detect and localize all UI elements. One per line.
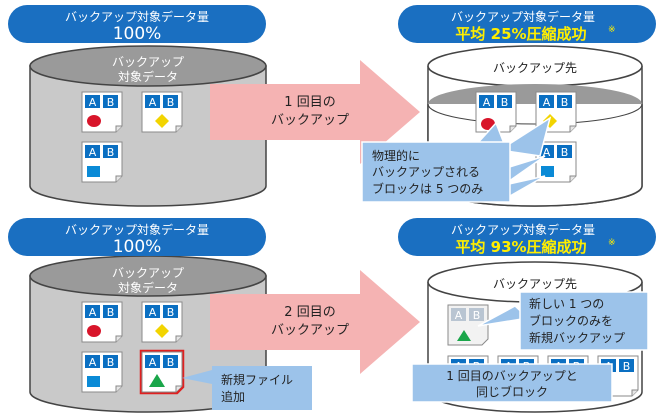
top-callout-line2: バックアップされる <box>372 165 480 179</box>
svg-text:A: A <box>455 309 463 322</box>
svg-text:B: B <box>107 96 115 109</box>
blue-square-icon <box>87 376 100 387</box>
new-file-callout-line1: 新規ファイル <box>221 372 293 387</box>
top-arrow-line1: 1 回目の <box>284 95 335 110</box>
bottom-source-doc-new-green: A B <box>139 349 185 395</box>
bottom-right-pill-line2: 平均 93%圧縮成功 <box>455 238 586 256</box>
bottom-source-doc-blue: A B <box>81 351 123 393</box>
bottom-source-doc-red: A B <box>81 301 123 343</box>
bottom-source-label-line1: バックアップ <box>112 266 184 280</box>
top-left-pill-line2: 100% <box>113 24 162 44</box>
green-triangle-icon <box>149 374 165 387</box>
svg-text:A: A <box>149 356 157 369</box>
svg-text:B: B <box>107 306 115 319</box>
top-source-doc-red: A B <box>81 91 123 133</box>
top-right-pill-line1: バックアップ対象データ量 <box>451 9 595 24</box>
green-triangle-icon <box>457 330 471 341</box>
svg-text:A: A <box>89 306 97 319</box>
svg-text:A: A <box>89 96 97 109</box>
bottom-right-pill-line1: バックアップ対象データ量 <box>451 222 595 237</box>
svg-text:B: B <box>561 96 569 109</box>
bottom-source-doc-yellow: A B <box>141 301 183 343</box>
top-right-pill: バックアップ対象データ量 平均 25%圧縮成功 ※ <box>398 5 656 43</box>
new-file-callout-line2: 追加 <box>221 389 245 404</box>
svg-text:A: A <box>483 96 491 109</box>
top-source-doc-blue: A B <box>81 141 123 183</box>
bottom-dest-label: バックアップ先 <box>493 277 577 291</box>
blue-square-icon <box>87 166 100 177</box>
top-backup-arrow: 1 回目の バックアップ <box>210 60 420 164</box>
svg-text:B: B <box>107 356 115 369</box>
top-source-doc-yellow: A B <box>141 91 183 133</box>
bottom-backup-arrow: 2 回目の バックアップ <box>210 270 420 374</box>
top-source-label-line2: 対象データ <box>118 69 178 84</box>
red-circle-icon <box>87 325 101 337</box>
top-callout: 物理的に バックアップされる ブロックは 5 つのみ <box>361 116 552 203</box>
svg-text:B: B <box>501 96 509 109</box>
new-block-callout: 新しい 1 つの ブロックのみを 新規バックアップ <box>477 291 649 351</box>
svg-text:A: A <box>543 146 551 159</box>
svg-text:B: B <box>561 146 569 159</box>
top-right-pill-note: ※ <box>608 25 616 35</box>
top-callout-line1: 物理的に <box>372 148 420 163</box>
top-left-pill: バックアップ対象データ量 100% <box>8 5 266 44</box>
bottom-arrow-line2: バックアップ <box>271 323 349 338</box>
bottom-arrow-line1: 2 回目の <box>284 305 335 320</box>
new-block-callout-line2: ブロックのみを <box>529 313 613 328</box>
bottom-source-label-line2: 対象データ <box>118 280 178 295</box>
yellow-diamond-icon <box>155 114 169 128</box>
top-dest-doc-blue: A B <box>535 141 577 183</box>
svg-text:A: A <box>89 356 97 369</box>
same-block-callout-line1: 1 回目のバックアップと <box>446 369 577 383</box>
svg-text:B: B <box>473 309 481 322</box>
svg-text:B: B <box>167 306 175 319</box>
top-right-pill-line2: 平均 25%圧縮成功 <box>455 25 586 43</box>
bottom-right-pill: バックアップ対象データ量 平均 93%圧縮成功 ※ <box>398 218 656 256</box>
new-block-callout-line1: 新しい 1 つの <box>529 296 604 311</box>
top-dest-label: バックアップ先 <box>493 61 577 75</box>
top-arrow-line2: バックアップ <box>271 113 349 128</box>
svg-text:B: B <box>167 96 175 109</box>
bottom-left-pill-line1: バックアップ対象データ量 <box>65 222 209 237</box>
blue-square-icon <box>541 166 554 177</box>
svg-text:A: A <box>149 96 157 109</box>
top-left-pill-line1: バックアップ対象データ量 <box>65 9 209 24</box>
svg-text:A: A <box>89 146 97 159</box>
new-block-callout-line3: 新規バックアップ <box>529 330 625 345</box>
svg-text:A: A <box>543 96 551 109</box>
bottom-left-pill-line2: 100% <box>113 237 162 257</box>
same-block-callout-line2: 同じブロック <box>476 384 548 399</box>
svg-text:B: B <box>107 146 115 159</box>
svg-text:B: B <box>623 360 631 373</box>
same-block-callout: 1 回目のバックアップと 同じブロック <box>411 363 613 403</box>
bottom-right-pill-note: ※ <box>608 238 616 248</box>
svg-text:A: A <box>149 306 157 319</box>
new-file-callout: 新規ファイル 追加 <box>182 366 312 410</box>
svg-text:B: B <box>167 356 175 369</box>
bottom-dest-doc-new-green: A B <box>447 304 489 346</box>
red-circle-icon <box>87 115 101 127</box>
top-callout-line3: ブロックは 5 つのみ <box>372 181 483 196</box>
yellow-diamond-icon <box>155 324 169 338</box>
bottom-left-pill: バックアップ対象データ量 100% <box>8 218 266 257</box>
top-source-label-line1: バックアップ <box>112 55 184 69</box>
